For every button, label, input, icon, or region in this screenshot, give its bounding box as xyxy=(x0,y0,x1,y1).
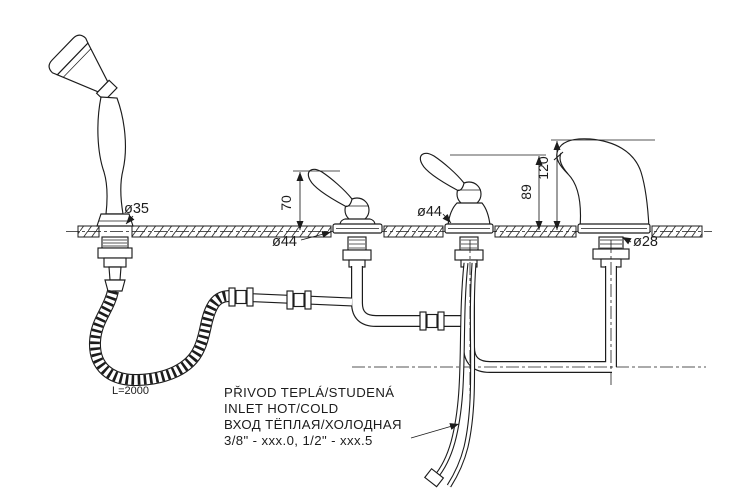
left-valve-lever xyxy=(307,168,353,208)
dim-label-spout-height: 120 xyxy=(535,156,551,180)
label-hose-length: L=2000 xyxy=(112,385,149,397)
note-russian: ВХОД ТЁПЛАЯ/ХОЛОДНАЯ xyxy=(224,417,402,432)
pipe-fittings xyxy=(228,287,445,331)
under-deck-hardware xyxy=(97,236,630,292)
label-left-valve-diameter: ø44 xyxy=(272,234,297,250)
shower-hose xyxy=(89,289,231,387)
label-spout-diameter: ø28 xyxy=(633,234,658,250)
pipe-union-fitting xyxy=(419,311,445,331)
label-right-valve-diameter: ø44 xyxy=(417,204,442,220)
diameter-labels: ø35 ø44 ø44 ø28 L=2000 xyxy=(112,201,658,397)
dimension-70: 70 xyxy=(278,170,340,230)
dimension-120: 120 xyxy=(535,139,655,230)
supply-hose-nut xyxy=(423,467,445,488)
dimension-89: 89 xyxy=(450,154,546,230)
label-shower-diameter: ø35 xyxy=(124,201,149,217)
notes-arrow xyxy=(410,423,460,439)
spout xyxy=(553,138,651,234)
notes-block: PŘIVOD TEPLÁ/STUDENÁ INLET HOT/COLD ВХОД… xyxy=(224,385,460,448)
right-valve xyxy=(419,152,494,234)
dim-label-left-valve-height: 70 xyxy=(278,195,294,211)
hose-nut xyxy=(104,279,126,292)
note-english: INLET HOT/COLD xyxy=(224,401,339,416)
hand-shower xyxy=(48,34,134,227)
note-czech: PŘIVOD TEPLÁ/STUDENÁ xyxy=(224,385,394,400)
shower-base-flange xyxy=(96,213,134,227)
shower-head xyxy=(48,34,118,102)
shower-handle xyxy=(97,96,127,215)
dim-label-right-valve-height: 89 xyxy=(518,184,534,200)
hose-fitting xyxy=(286,290,312,310)
centerlines xyxy=(352,240,706,432)
right-valve-lever xyxy=(419,152,465,192)
hose-fitting xyxy=(228,287,254,307)
left-valve xyxy=(307,168,383,234)
spout-body xyxy=(556,138,650,229)
note-thread-sizes: 3/8" - xxx.0, 1/2" - xxx.5 xyxy=(224,433,373,448)
supply-hoses xyxy=(423,262,477,488)
